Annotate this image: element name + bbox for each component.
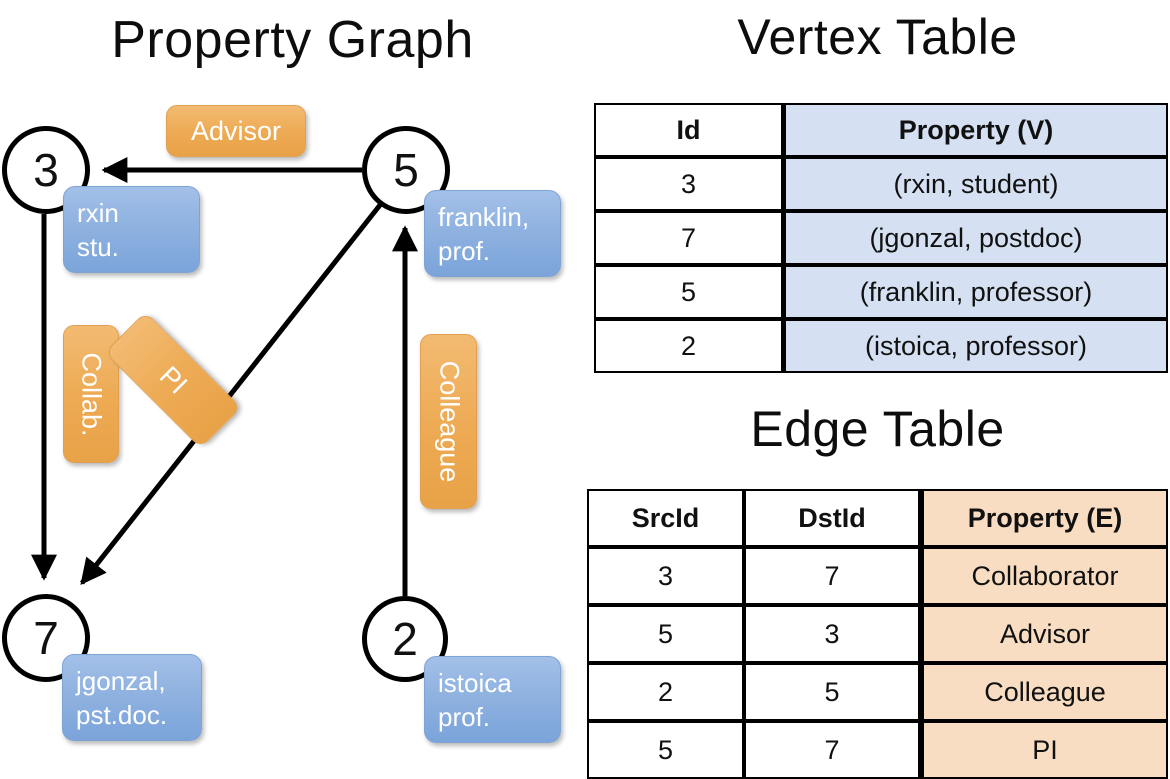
vertex-row-1-property: (jgonzal, postdoc) (784, 211, 1168, 265)
vertex-property-chip-7: jgonzal, pst.doc. (62, 654, 202, 741)
vertex-property-chip-3: rxin stu. (63, 186, 200, 273)
graph-node-3-label: 3 (33, 144, 59, 196)
graph-node-2[interactable]: 2 (362, 596, 448, 682)
edge-label-colleague: Colleague (420, 334, 477, 509)
table-row[interactable]: 5 7 PI (587, 721, 1168, 779)
table-row[interactable]: 2 (istoica, professor) (594, 319, 1168, 373)
edge-label-colleague-text: Colleague (434, 360, 464, 483)
edge-table-title: Edge Table (750, 401, 1005, 457)
vertex-property-chip-3-line1: rxin (77, 198, 119, 228)
table-row[interactable]: 7 (jgonzal, postdoc) (594, 211, 1168, 265)
vertex-row-0-property: (rxin, student) (784, 157, 1168, 211)
edge-row-0-dst: 7 (744, 547, 922, 605)
edge-table-col-srcid: SrcId (587, 489, 744, 547)
graph-node-5[interactable]: 5 (362, 126, 450, 214)
edge-table-col-dstid: DstId (744, 489, 922, 547)
edge-label-advisor-text: Advisor (190, 115, 282, 146)
edge-row-1-src: 5 (587, 605, 744, 663)
vertex-property-chip-5-line1: franklin, (438, 202, 530, 232)
table-row[interactable]: 5 3 Advisor (587, 605, 1168, 663)
edge-row-1-dst: 3 (744, 605, 922, 663)
graph-node-7-label: 7 (33, 612, 59, 664)
edge-row-0-src: 3 (587, 547, 744, 605)
vertex-table-header-row: Id Property (V) (594, 103, 1168, 157)
edge-5-to-7 (80, 203, 382, 586)
vertex-table-col-id: Id (594, 103, 784, 157)
vertex-property-chip-2-line2: prof. (438, 702, 491, 733)
vertex-property-chip-7-line2: pst.doc. (76, 700, 168, 731)
table-row[interactable]: 2 5 Colleague (587, 663, 1168, 721)
vertex-table-title: Vertex Table (737, 9, 1018, 65)
edge-row-3-src: 5 (587, 721, 744, 779)
table-row[interactable]: 5 (franklin, professor) (594, 265, 1168, 319)
edge-label-pi-text: PI (153, 360, 193, 400)
edge-table: SrcId DstId Property (E) 3 7 Collaborato… (587, 489, 1168, 779)
graph-node-2-label: 2 (392, 613, 418, 665)
graph-node-5-label: 5 (393, 144, 419, 196)
vertex-row-3-id: 2 (594, 319, 784, 373)
table-row[interactable]: 3 7 Collaborator (587, 547, 1168, 605)
edge-row-2-dst: 5 (744, 663, 922, 721)
vertex-table-col-property: Property (V) (784, 103, 1168, 157)
vertex-property-chip-2: istoica prof. (424, 656, 561, 743)
edge-label-collab-text: Collab. (76, 351, 107, 437)
property-graph-title: Property Graph (111, 11, 474, 69)
vertex-property-chip-5: franklin, prof. (424, 190, 561, 277)
table-row[interactable]: 3 (rxin, student) (594, 157, 1168, 211)
edge-table-col-property: Property (E) (922, 489, 1168, 547)
graph-edges-canvas (31, 157, 418, 596)
edge-label-advisor: Advisor (166, 105, 306, 157)
edge-row-1-property: Advisor (922, 605, 1168, 663)
vertex-property-chip-3-line2: stu. (77, 232, 119, 263)
vertex-table: Id Property (V) 3 (rxin, student) 7 (jgo… (594, 103, 1168, 373)
edge-table-header-row: SrcId DstId Property (E) (587, 489, 1168, 547)
vertex-row-2-property: (franklin, professor) (784, 265, 1168, 319)
edge-row-0-property: Collaborator (922, 547, 1168, 605)
vertex-property-chip-2-line1: istoica (438, 668, 512, 698)
vertex-row-1-id: 7 (594, 211, 784, 265)
edge-row-3-dst: 7 (744, 721, 922, 779)
vertex-property-chip-5-line2: prof. (438, 236, 491, 267)
vertex-row-2-id: 5 (594, 265, 784, 319)
vertex-property-chip-7-line1: jgonzal, (76, 666, 166, 696)
edge-row-2-src: 2 (587, 663, 744, 721)
edge-row-3-property: PI (922, 721, 1168, 779)
vertex-row-0-id: 3 (594, 157, 784, 211)
vertex-row-3-property: (istoica, professor) (784, 319, 1168, 373)
edge-row-2-property: Colleague (922, 663, 1168, 721)
